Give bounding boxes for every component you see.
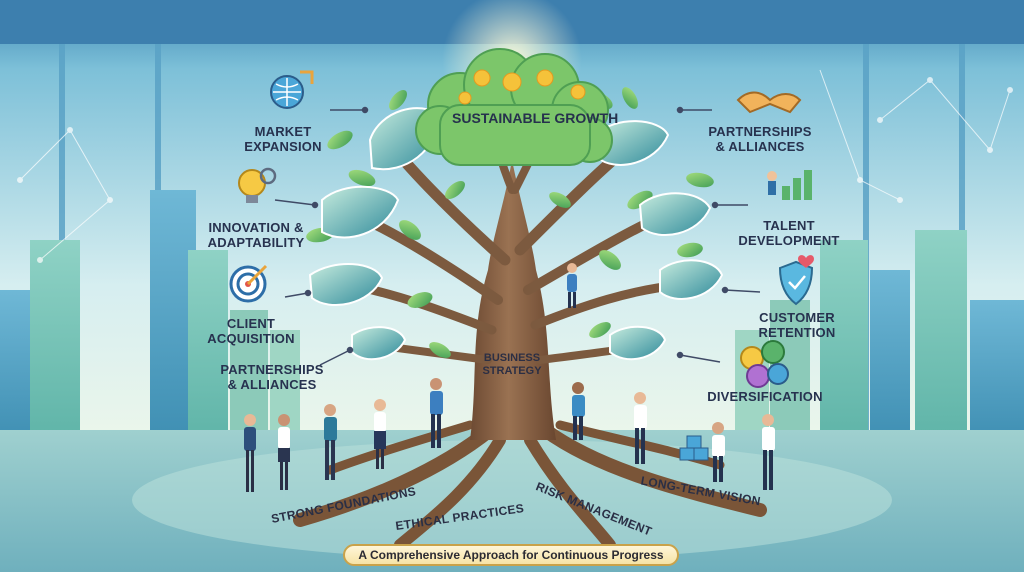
label-innovation-line1: Innovation &	[208, 220, 304, 235]
person	[572, 382, 585, 440]
label-partnerships-right-line1: Partnerships	[708, 124, 812, 139]
handshake-icon	[736, 91, 802, 114]
person	[374, 399, 386, 469]
label-client-acquisition: Client Acquisition	[196, 316, 306, 346]
globe-arrows-icon	[270, 70, 314, 109]
person	[634, 392, 647, 464]
network-decoration	[17, 69, 1013, 263]
lightbulb-gear-icon	[238, 167, 277, 203]
label-market-expansion-line2: Expansion	[244, 139, 322, 154]
business-people	[244, 263, 775, 492]
label-innovation: Innovation & Adaptability	[196, 220, 316, 250]
connector-lines	[274, 106, 761, 366]
label-partnerships-right: Partnerships & Alliances	[700, 124, 820, 154]
bottom-banner: A Comprehensive Approach for Continuous …	[343, 544, 679, 566]
crown-cloud	[415, 48, 613, 166]
label-partnerships-left-line1: Partnerships	[220, 362, 324, 377]
label-customer-retention-line2: Retention	[758, 325, 836, 340]
crown-stars	[458, 69, 586, 105]
trunk-label: Business Strategy	[472, 352, 552, 378]
climbing-chart-icon	[767, 170, 812, 200]
person	[324, 404, 337, 480]
city-skyline	[0, 190, 1024, 440]
coins-icon	[740, 340, 789, 388]
crown-title-line2: Growth	[554, 110, 619, 126]
person	[430, 378, 443, 448]
label-partnerships-left-line2: & Alliances	[227, 377, 317, 392]
label-customer-retention: Customer Retention	[742, 310, 852, 340]
target-icon	[229, 264, 268, 303]
trunk-label-line1: Business	[483, 352, 541, 364]
label-partnerships-right-line2: & Alliances	[715, 139, 805, 154]
person	[712, 422, 725, 482]
person	[244, 414, 256, 492]
label-customer-retention-line1: Customer	[759, 310, 835, 325]
shield-heart-icon	[778, 255, 814, 306]
label-innovation-line2: Adaptability	[207, 235, 305, 250]
trunk-label-line2: Strategy	[482, 365, 542, 377]
blocks	[679, 435, 709, 461]
label-talent-development-line1: Talent	[763, 218, 815, 233]
floor-glow	[132, 440, 892, 560]
label-market-expansion: Market Expansion	[228, 124, 338, 154]
person	[762, 414, 775, 490]
label-diversification-line1: Diversification	[707, 389, 823, 404]
person	[278, 414, 290, 490]
person-climbing	[567, 263, 577, 308]
label-client-acquisition-line2: Acquisition	[207, 331, 295, 346]
label-diversification: Diversification	[700, 389, 830, 404]
label-talent-development: Talent Development	[734, 218, 844, 248]
crown-title-line1: Sustainable	[452, 110, 551, 126]
label-partnerships-left: Partnerships & Alliances	[212, 362, 332, 392]
label-talent-development-line2: Development	[738, 233, 840, 248]
label-client-acquisition-line1: Client	[226, 316, 276, 331]
crown-title: Sustainable Growth	[452, 110, 618, 127]
bottom-banner-text: A Comprehensive Approach for Continuous …	[358, 548, 664, 562]
tree-trunk	[470, 160, 556, 440]
label-market-expansion-line1: Market	[254, 124, 312, 139]
